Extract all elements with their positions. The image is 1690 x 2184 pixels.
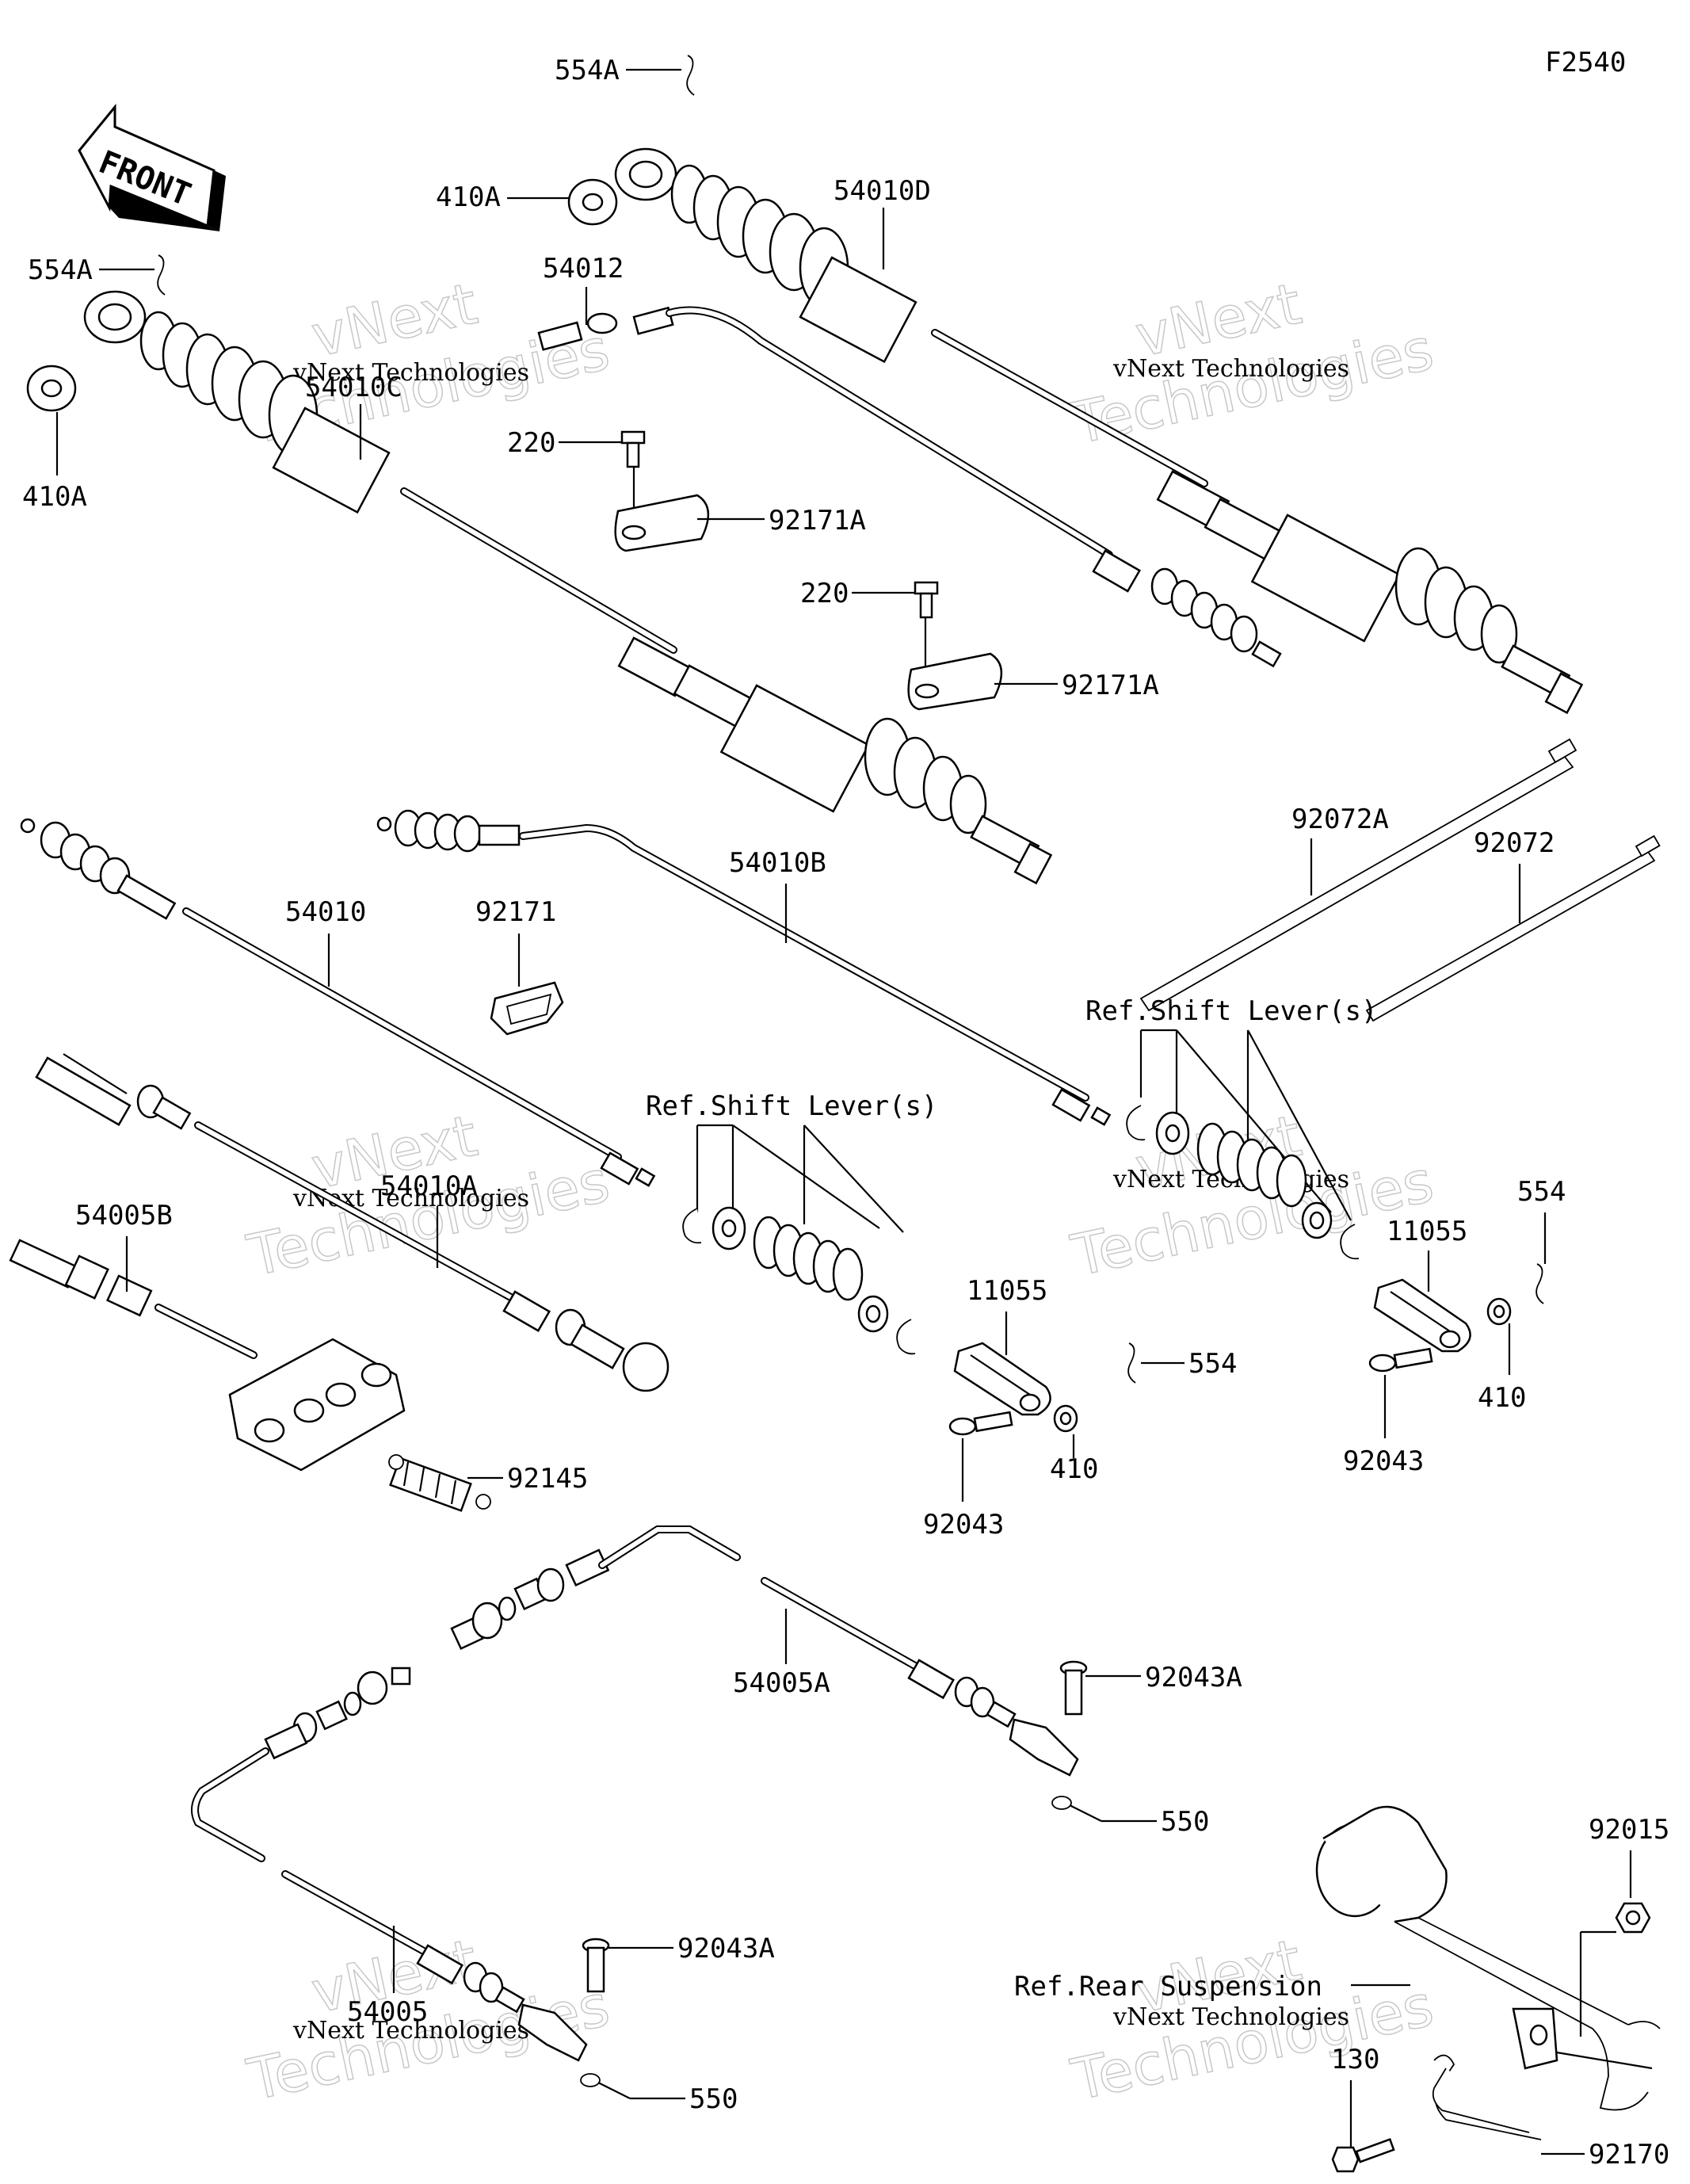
label-92171: 92171 — [475, 896, 556, 928]
label-92171A-a: 92171A — [769, 505, 866, 536]
clamp-92171A-a-icon — [614, 494, 710, 552]
pin-92043-b-icon — [1368, 1347, 1433, 1373]
label-54010D: 54010D — [834, 175, 931, 207]
nut-92015-icon — [1615, 1902, 1651, 1934]
clevis-11055-b-icon — [1373, 1278, 1471, 1353]
cable-54010B — [376, 809, 1112, 1126]
label-554-b: 554 — [1517, 1176, 1566, 1208]
label-92043A-b: 92043A — [677, 1933, 775, 1964]
label-ref-shift-lever-2: Ref.Shift Lever(s) — [1085, 995, 1377, 1027]
watermark-bottom-right: vNext Technologies vNext Technologies — [1065, 1926, 1439, 2114]
clip-92170-icon — [1432, 2054, 1542, 2140]
cable-54012 — [537, 306, 1282, 668]
spring-icon — [1196, 1122, 1307, 1208]
label-54010A: 54010A — [380, 1170, 478, 1202]
cable-54010C — [83, 290, 1053, 885]
cable-54005A — [450, 1525, 1079, 1777]
e-clip-icon — [1126, 1105, 1146, 1141]
cable-54005B — [9, 1239, 406, 1472]
clamp-92171A-b-icon — [907, 652, 1003, 711]
rear-suspension-bracket — [1315, 1805, 1661, 2111]
e-clip-icon — [896, 1319, 916, 1355]
watermark-small-text: vNext Technologies — [292, 359, 529, 387]
label-92145: 92145 — [507, 1463, 588, 1495]
cotter-pin-550-b-icon — [580, 2073, 631, 2099]
boot — [670, 164, 917, 364]
label-ref-rear-suspension: Ref.Rear Suspension — [1014, 1971, 1322, 2003]
pin-92043-a-icon — [948, 1411, 1013, 1436]
bolt-130-icon — [1331, 2138, 1395, 2173]
pin-92043A-b-icon — [582, 1938, 610, 1993]
label-54012: 54012 — [543, 253, 624, 284]
label-92015: 92015 — [1589, 1814, 1669, 1846]
front-arrow-icon: FRONT — [78, 103, 226, 231]
cotter-pin-550-a-icon — [1051, 1796, 1102, 1822]
label-92171A-b: 92171A — [1062, 670, 1159, 701]
label-130: 130 — [1331, 2044, 1379, 2075]
cable-tie-92072-icon — [1365, 834, 1661, 1022]
label-54010B: 54010B — [729, 847, 826, 879]
label-550-a: 550 — [1161, 1806, 1209, 1838]
label-92043-b: 92043 — [1343, 1445, 1424, 1477]
spring-icon — [753, 1216, 864, 1301]
label-92072: 92072 — [1474, 827, 1555, 859]
label-220-b: 220 — [800, 578, 849, 609]
pin-554A-left-icon — [157, 254, 166, 296]
label-54005A: 54005A — [733, 1667, 830, 1699]
pin-92043A-a-icon — [1059, 1660, 1088, 1716]
label-410A-left: 410A — [22, 481, 87, 513]
label-92170: 92170 — [1589, 2139, 1669, 2171]
cable-54005 — [191, 1667, 588, 2062]
e-clip-icon — [682, 1208, 702, 1244]
clevis-11055-a-icon — [953, 1342, 1051, 1416]
label-54005: 54005 — [347, 1996, 428, 2028]
pin-554A-top-icon — [686, 55, 695, 96]
label-550-b: 550 — [689, 2083, 738, 2115]
label-11055-b: 11055 — [1387, 1216, 1467, 1247]
figure-code: F2540 — [1545, 47, 1626, 78]
cable-54010 — [20, 818, 656, 1187]
cable-54010D — [614, 147, 1584, 715]
cable-tie-92072A-icon — [1139, 738, 1577, 1012]
clip-92171-icon — [490, 981, 564, 1036]
cable-54010A — [35, 1053, 670, 1392]
label-554-a: 554 — [1188, 1348, 1237, 1380]
watermark-small-text: vNext Technologies — [1112, 2003, 1349, 2031]
label-ref-shift-lever-1: Ref.Shift Lever(s) — [646, 1090, 937, 1122]
shift-lever-parts-1 — [682, 1206, 916, 1355]
label-410A-top: 410A — [436, 181, 501, 213]
label-92072A: 92072A — [1291, 804, 1389, 835]
pin-554-b-icon — [1535, 1263, 1544, 1304]
label-410-a: 410 — [1050, 1453, 1098, 1485]
label-92043-a: 92043 — [923, 1509, 1004, 1541]
screw-220-b-icon — [914, 581, 939, 619]
label-54005B: 54005B — [75, 1200, 173, 1231]
watermark-small-text: vNext Technologies — [292, 2017, 529, 2045]
watermark-top-right: vNext Technologies vNext Technologies — [1065, 269, 1439, 458]
label-54010: 54010 — [285, 896, 366, 928]
pin-554-a-icon — [1127, 1342, 1136, 1384]
label-554A-top: 554A — [555, 55, 620, 86]
label-554A-left: 554A — [28, 254, 93, 286]
watermark-small-text: vNext Technologies — [1112, 355, 1349, 383]
label-54010C: 54010C — [305, 372, 402, 403]
screw-220-a-icon — [620, 430, 646, 468]
label-410-b: 410 — [1478, 1382, 1526, 1414]
spring-92145-icon — [388, 1454, 491, 1512]
watermark-mid-right: vNext Technologies vNext Technologies — [1065, 1102, 1439, 1290]
shift-lever-parts-2 — [1126, 1105, 1360, 1260]
label-220-a: 220 — [507, 427, 555, 459]
e-clip-icon — [1340, 1224, 1360, 1260]
label-11055-a: 11055 — [967, 1275, 1047, 1307]
label-92043A-a: 92043A — [1145, 1662, 1242, 1693]
